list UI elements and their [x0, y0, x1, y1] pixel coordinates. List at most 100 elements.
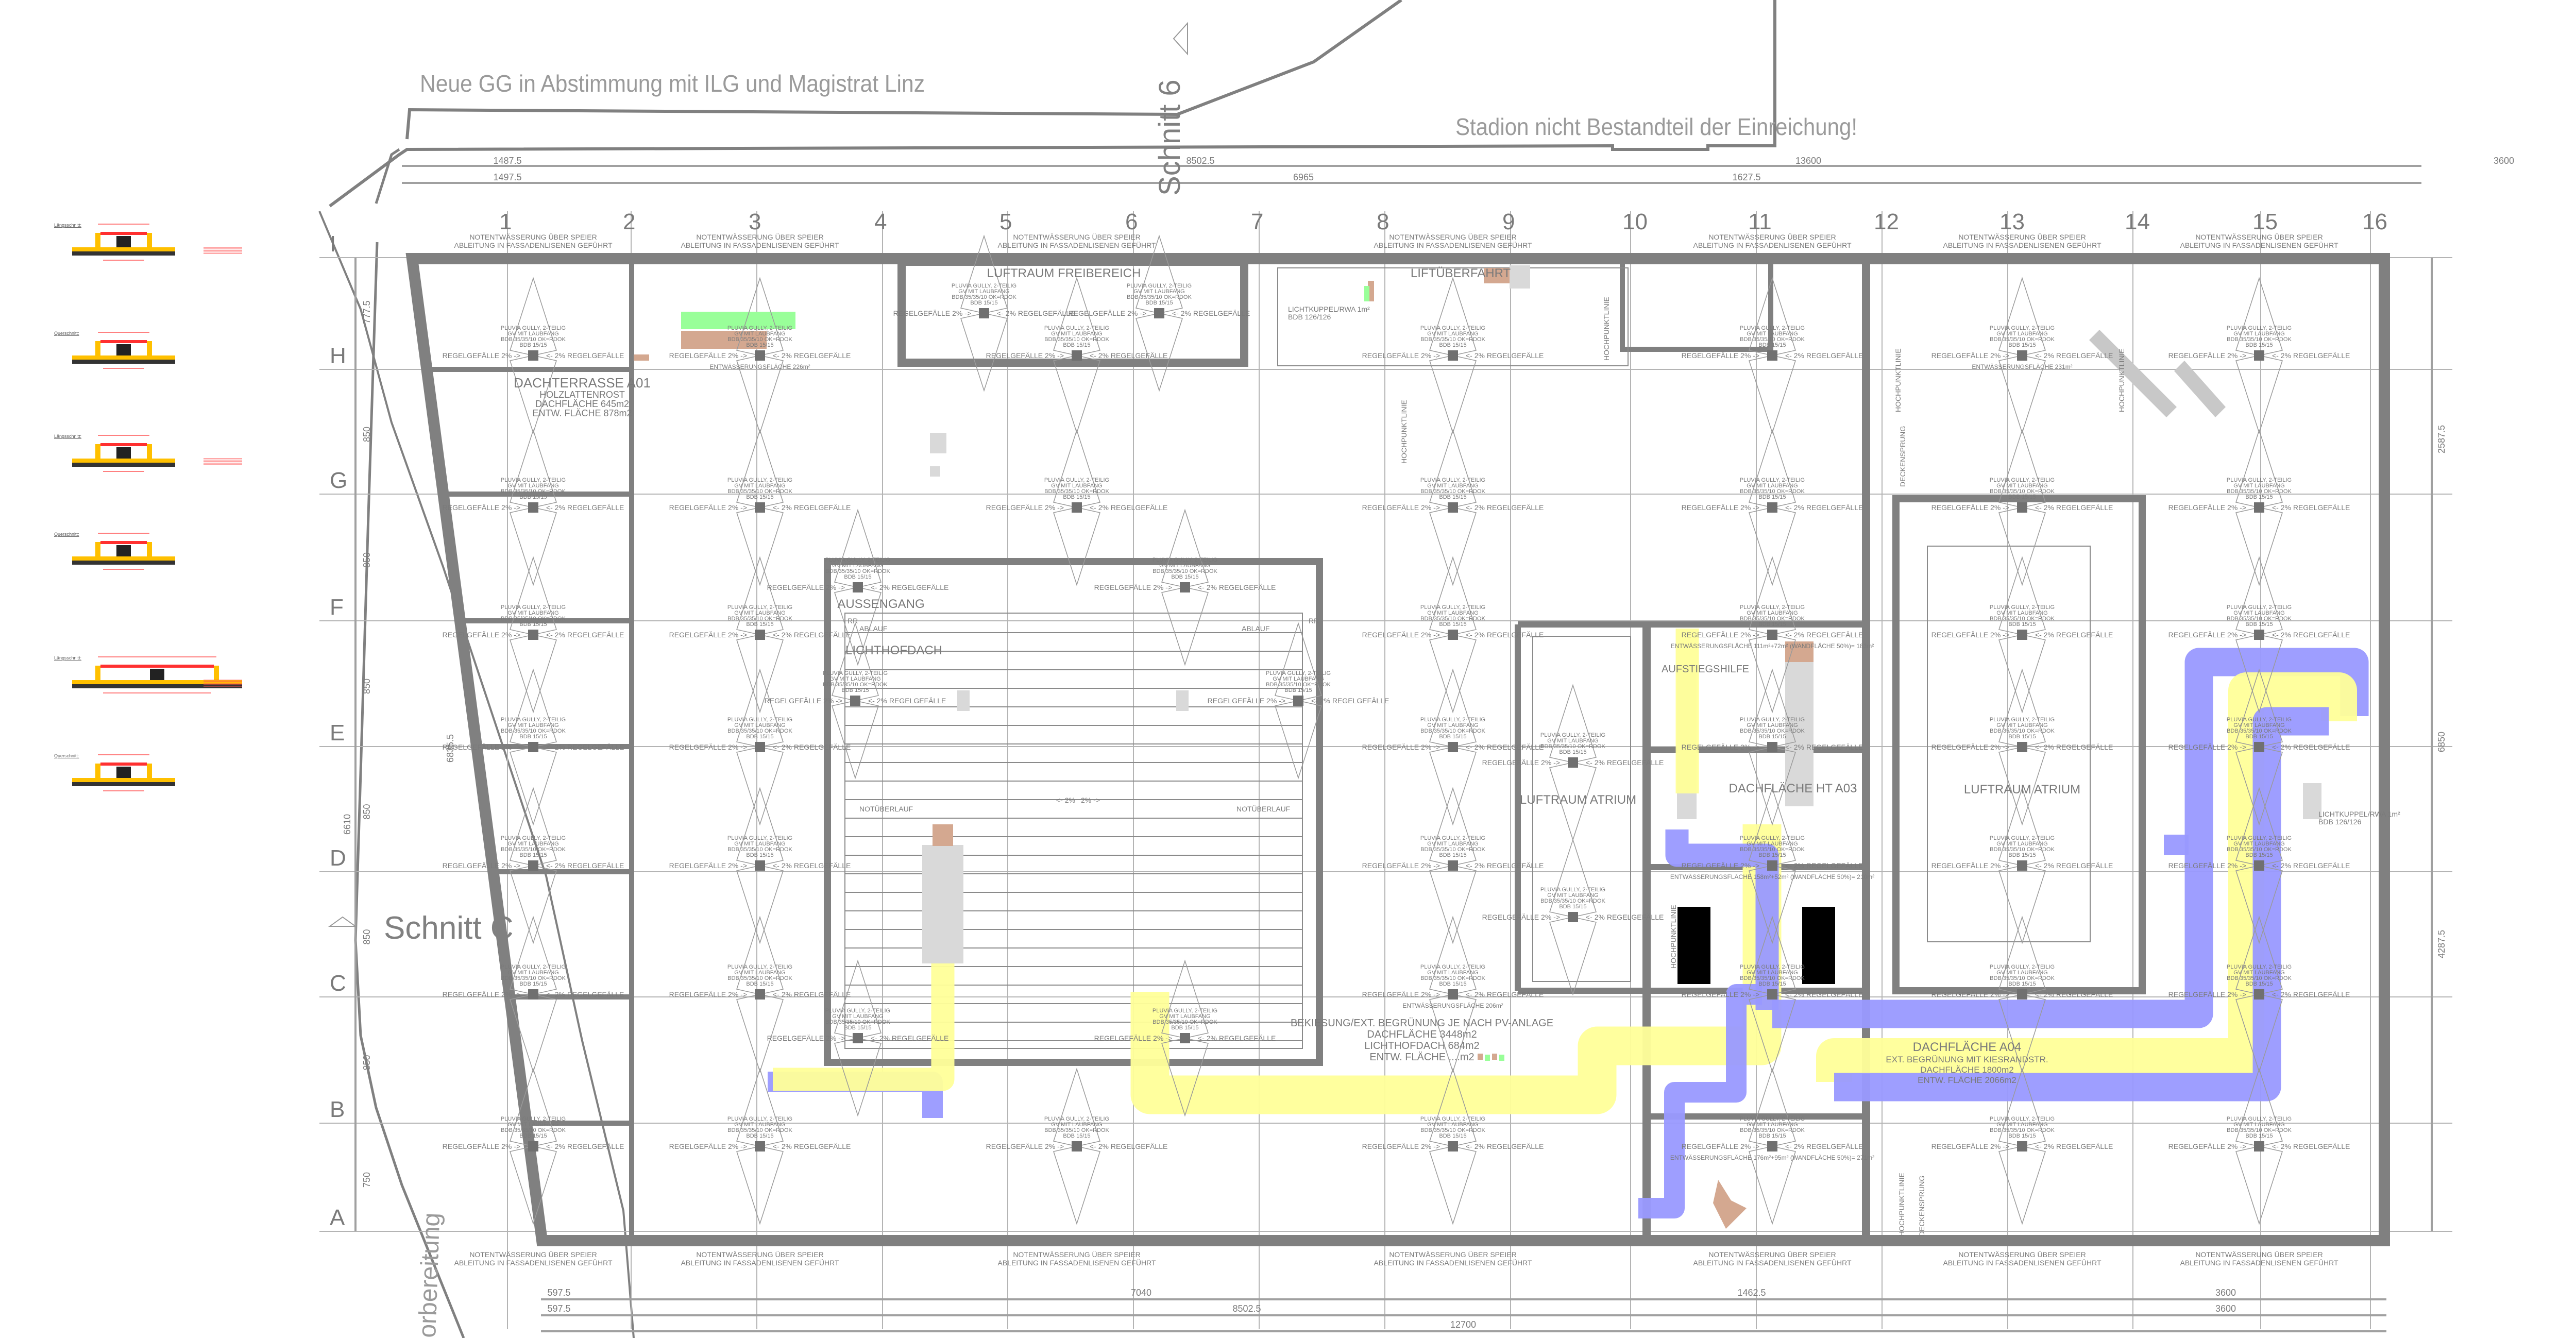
drain-label: GV MIT LAUBFANG [1051, 483, 1102, 489]
grid-column-label: 6 [1125, 209, 1138, 234]
drain-icon [1072, 1141, 1082, 1151]
drain-label: REGELGEFÄLLE 2% -> [1682, 990, 1759, 998]
drain-label: PLUVIA GULLY, 2-TEILIG [825, 1008, 890, 1014]
drain-label: PLUVIA GULLY, 2-TEILIG [1990, 835, 2055, 841]
drain-label: <- 2% REGELGEFÄLLE [2272, 743, 2350, 751]
emergency-drain-note: NOTENTWÄSSERUNG ÜBER SPEIER [469, 1250, 597, 1259]
drain-label: REGELGEFÄLLE 2% -> [986, 503, 1064, 512]
slope-label: <- 2% [1056, 796, 1075, 804]
drain-label: BDB 15/15 [1559, 904, 1586, 910]
detail-upstand [95, 764, 100, 779]
drain-label: BDB 35/35/10 OK=RDOK [1740, 1127, 1805, 1133]
drain-label: PLUVIA GULLY, 2-TEILIG [2227, 325, 2292, 331]
detail-slab [72, 684, 242, 688]
drain-label: BDB 35/35/10 OK=RDOK [727, 488, 792, 495]
drain-label: <- 2% REGELGEFÄLLE [1466, 1142, 1544, 1150]
detail-fan-unit [116, 767, 131, 778]
drain-label: REGELGEFÄLLE 2% -> [767, 1034, 845, 1042]
drain-label: GV MIT LAUBFANG [1427, 331, 1478, 337]
drain-label: BDB 15/15 [1439, 734, 1466, 740]
drain-icon [2254, 742, 2264, 752]
drain-label: PLUVIA GULLY, 2-TEILIG [727, 477, 792, 483]
area-label: ENTWÄSSERUNGSFLÄCHE 206m² [1402, 1002, 1503, 1009]
drain-label: BDB 35/35/10 OK=RDOK [1990, 728, 2055, 734]
drain-label: BDB 15/15 [519, 734, 547, 740]
drain-label: REGELGEFÄLLE 2% -> [986, 351, 1064, 360]
drain-catchment-lines [1429, 634, 1477, 714]
drain-label: BDB 15/15 [2008, 852, 2036, 858]
drain-label: BDB 35/35/10 OK=RDOK [501, 975, 566, 981]
drain-icon [528, 742, 538, 752]
drain-label: BDB 15/15 [1758, 734, 1786, 740]
drain-label: BDB 15/15 [1284, 687, 1312, 693]
drain-label: <- 2% REGELGEFÄLLE [546, 631, 624, 639]
drain-catchment-lines [1053, 507, 1100, 586]
detail-upstand [214, 666, 219, 681]
drain-label: GV MIT LAUBFANG [734, 841, 785, 847]
drain-label: BDB 35/35/10 OK=RDOK [1420, 616, 1485, 622]
drain-label: BDB 35/35/10 OK=RDOK [1420, 1127, 1485, 1133]
drain-label: BDB 35/35/10 OK=RDOK [2227, 488, 2292, 495]
detail-fan-unit [116, 344, 131, 355]
drain-catchment-lines [510, 865, 557, 944]
drain-label: BDB 35/35/10 OK=RDOK [1540, 743, 1605, 750]
detail-heading: Längsschnitt: [54, 655, 81, 660]
equipment-fills [634, 265, 2321, 1229]
drain-label: PLUVIA GULLY, 2-TEILIG [1990, 1116, 2055, 1122]
drain-label: GV MIT LAUBFANG [734, 722, 785, 729]
drain-label: <- 2% REGELGEFÄLLE [546, 351, 624, 360]
drain-icon [755, 630, 765, 640]
drain-label: BDB 15/15 [2008, 734, 2036, 740]
drain-label: REGELGEFÄLLE 2% -> [893, 309, 971, 317]
drain-catchment-lines [736, 507, 784, 586]
drain-label: GV MIT LAUBFANG [507, 1122, 558, 1128]
drain-label: BDB 15/15 [2245, 494, 2273, 500]
drain-label: <- 2% REGELGEFÄLLE [773, 743, 851, 751]
dimension-label: 850 [362, 804, 372, 819]
drain-label: <- 2% REGELGEFÄLLE [773, 631, 851, 639]
emergency-drain-note: NOTENTWÄSSERUNG ÜBER SPEIER [1958, 232, 2086, 241]
drain-label: <- 2% REGELGEFÄLLE [1198, 583, 1276, 591]
drain-label: GV MIT LAUBFANG [1051, 1122, 1102, 1128]
drain-label: REGELGEFÄLLE 2% -> [1931, 631, 2009, 639]
drain-icon [2017, 350, 2027, 361]
drain-label: <- 2% REGELGEFÄLLE [2035, 743, 2113, 751]
drain-label: GV MIT LAUBFANG [1427, 610, 1478, 616]
grid-row-label: I [330, 231, 336, 257]
drain-label: PLUVIA GULLY, 2-TEILIG [1266, 670, 1331, 676]
drain-icon [528, 630, 538, 640]
room-aussengang: AUSSENGANG [837, 597, 924, 611]
drain-label: BDB 35/35/10 OK=RDOK [727, 846, 792, 853]
emergency-drain-note: ABLEITUNG IN FASSADENLISENEN GEFÜHRT [997, 241, 1156, 249]
drain-label: REGELGEFÄLLE 2% -> [443, 743, 520, 751]
drain-label: GV MIT LAUBFANG [507, 970, 558, 976]
room-dachterrasse-title: DACHTERRASSE A01 [514, 375, 651, 391]
drain-label: BDB 35/35/10 OK=RDOK [1740, 336, 1805, 343]
detail-upstand [95, 542, 100, 557]
drain-catchment-lines [1998, 1146, 2046, 1225]
dimension-label: 7040 [1131, 1288, 1151, 1298]
drain-label: <- 2% REGELGEFÄLLE [546, 990, 624, 998]
drain-label: <- 2% REGELGEFÄLLE [1198, 1034, 1276, 1042]
drain-icon [2017, 630, 2027, 640]
drain-icon [755, 502, 765, 513]
emergency-drain-note: ABLEITUNG IN FASSADENLISENEN GEFÜHRT [1943, 1258, 2101, 1267]
room-main-roof-line: LICHTHOFDACH 684m2 [1364, 1040, 1479, 1052]
drain-icon [1448, 350, 1458, 361]
drain-label: REGELGEFÄLLE 2% -> [2168, 1142, 2246, 1150]
drain-label: BDB 15/15 [746, 494, 773, 500]
section-c-marker [328, 916, 358, 927]
drain-label: PLUVIA GULLY, 2-TEILIG [1540, 732, 1605, 738]
drain-label: PLUVIA GULLY, 2-TEILIG [1420, 477, 1485, 483]
drain-label: <- 2% REGELGEFÄLLE [1586, 758, 1664, 767]
drain-label: BDB 35/35/10 OK=RDOK [501, 616, 566, 622]
